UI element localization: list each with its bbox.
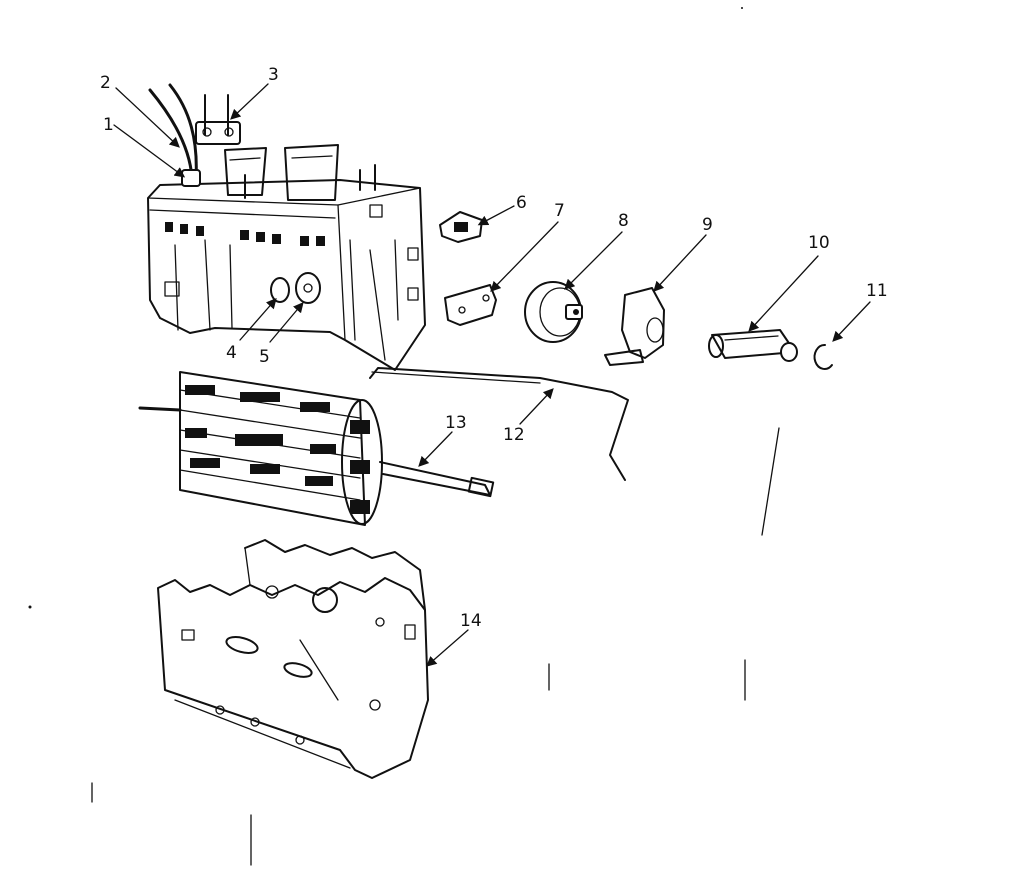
washer [270, 277, 290, 303]
cam-drum [138, 371, 495, 526]
leader-1 [113, 124, 186, 178]
cam-bracket [604, 287, 665, 366]
leader-10 [748, 255, 819, 332]
callout-14: 14 [460, 611, 482, 631]
callout-3: 3 [268, 65, 279, 85]
callout-9: 9 [702, 215, 713, 235]
leader-lines [113, 83, 871, 667]
leader-3 [230, 83, 269, 120]
leader-7 [490, 221, 559, 292]
knob-hub [524, 281, 583, 343]
leader-6 [477, 205, 515, 226]
bracket [444, 284, 497, 326]
leader-14 [426, 629, 469, 667]
leader-9 [653, 234, 707, 292]
callout-13: 13 [445, 413, 467, 433]
leader-4 [239, 298, 277, 341]
leader-11 [832, 301, 871, 342]
base-plate [157, 539, 429, 779]
callout-labels: 1 2 3 4 5 6 7 8 9 10 11 12 13 14 [100, 65, 888, 631]
leader-5 [269, 302, 304, 343]
retaining-ring [813, 343, 833, 370]
leader-8 [564, 231, 623, 290]
switch-housing [147, 83, 426, 371]
leader-12 [519, 388, 554, 425]
callout-12: 12 [503, 425, 525, 445]
callout-11: 11 [866, 281, 888, 301]
actuator-rod [369, 367, 629, 481]
callout-10: 10 [808, 233, 830, 253]
leader-13 [418, 431, 453, 467]
spacer-disc [295, 272, 321, 304]
callout-6: 6 [516, 193, 527, 213]
shaft-sleeve [708, 329, 798, 362]
callout-8: 8 [618, 211, 629, 231]
callout-5: 5 [259, 347, 270, 367]
clip [439, 211, 483, 243]
leader-2 [115, 87, 180, 148]
scan-artifacts [28, 7, 780, 866]
callout-2: 2 [100, 73, 111, 93]
callout-4: 4 [226, 343, 237, 363]
callout-7: 7 [554, 201, 565, 221]
callout-1: 1 [103, 115, 114, 135]
